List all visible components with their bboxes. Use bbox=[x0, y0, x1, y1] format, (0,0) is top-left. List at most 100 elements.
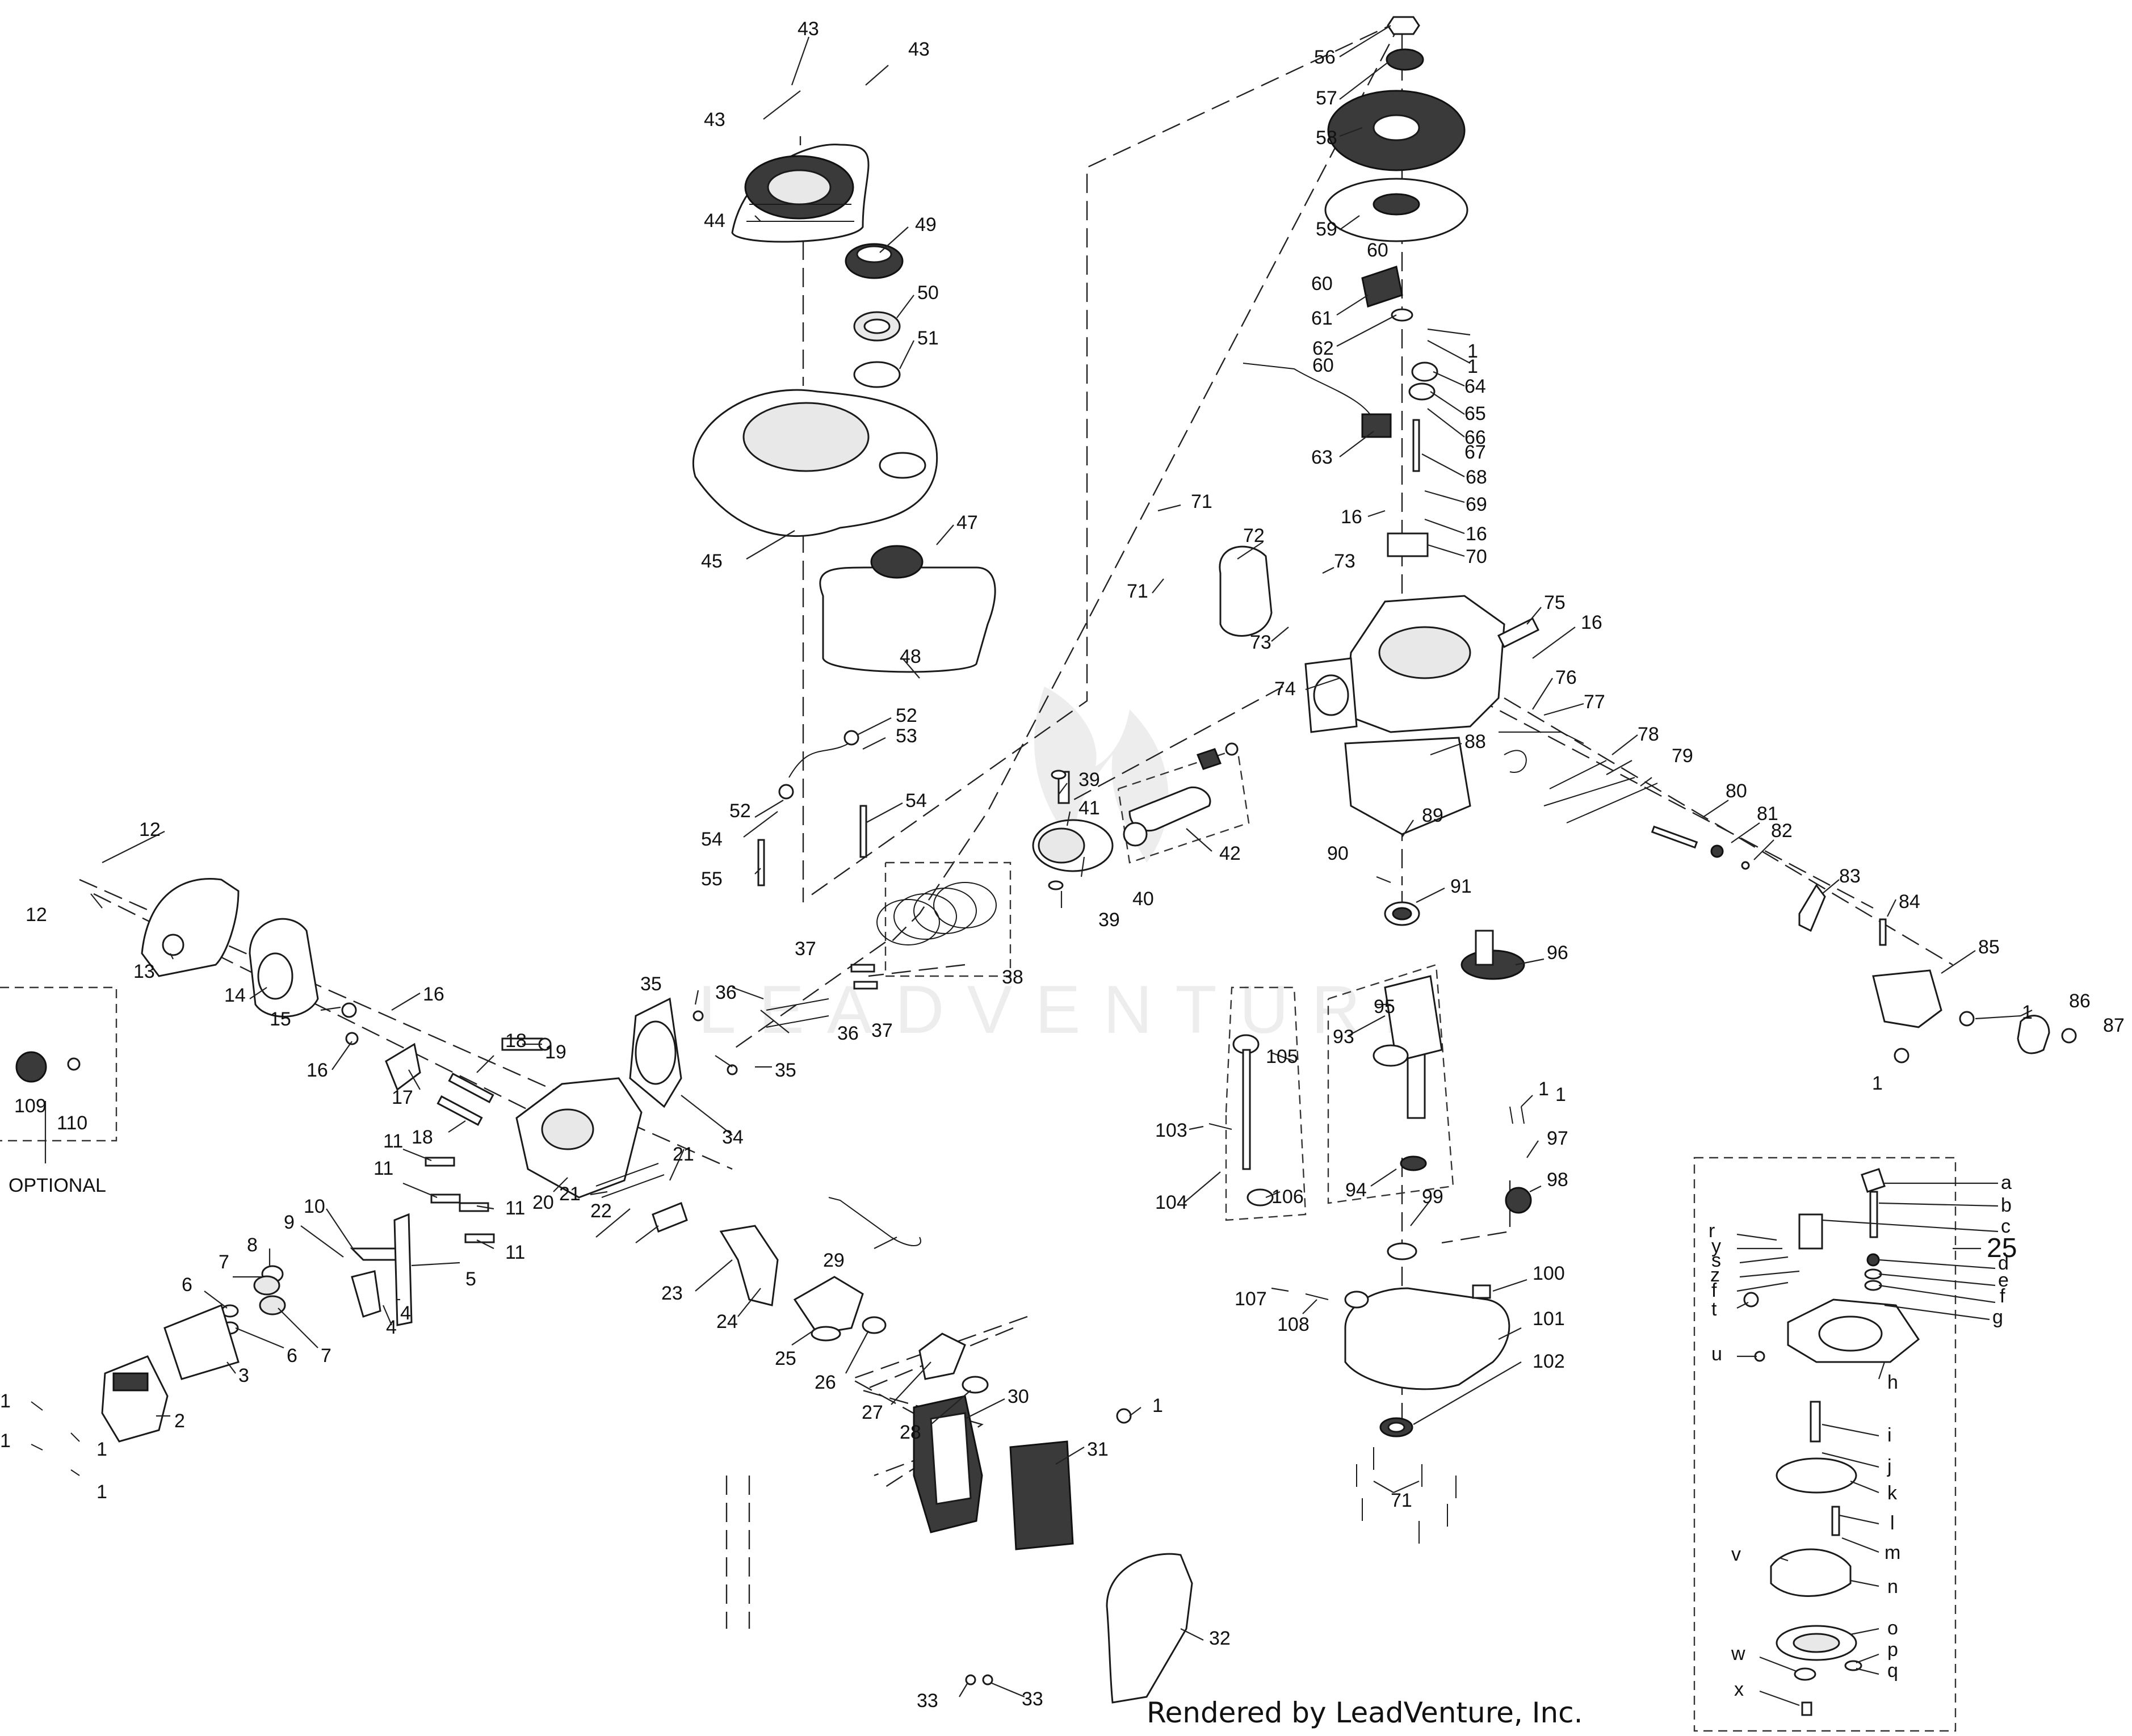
callout-96: 96 bbox=[1547, 942, 1568, 964]
kit-callout-f: f bbox=[1711, 1280, 1717, 1301]
callout-39: 39 bbox=[1098, 909, 1120, 931]
callout-11: 11 bbox=[505, 1197, 525, 1219]
part-optional-plug bbox=[15, 1051, 81, 1083]
callout-1: 1 bbox=[0, 1390, 11, 1412]
callout-42: 42 bbox=[1219, 843, 1241, 864]
part-throttle-cable bbox=[1243, 363, 1392, 438]
callout-73: 73 bbox=[1250, 632, 1271, 653]
callout-31: 31 bbox=[1087, 1439, 1109, 1460]
optional-label: OPTIONAL bbox=[9, 1175, 106, 1196]
callout-56: 56 bbox=[1314, 47, 1336, 68]
callout-37: 37 bbox=[871, 1020, 893, 1041]
callout-1: 1 bbox=[0, 1430, 11, 1452]
part-rocker-arms bbox=[350, 1213, 413, 1326]
part-muffler bbox=[249, 918, 319, 1018]
callout-29: 29 bbox=[823, 1250, 845, 1271]
callout-83: 83 bbox=[1839, 865, 1861, 887]
kit-callout-i: i bbox=[1887, 1424, 1892, 1446]
part-crankshaft bbox=[1373, 975, 1443, 1119]
callout-51: 51 bbox=[917, 327, 939, 349]
part-valve-tappets bbox=[693, 964, 878, 1075]
callout-1: 1 bbox=[1152, 1395, 1163, 1416]
callout-73: 73 bbox=[1334, 550, 1355, 572]
callout-22: 22 bbox=[590, 1200, 612, 1222]
kit-callout-f: f bbox=[2000, 1285, 2005, 1307]
part-oil-seal bbox=[1379, 1417, 1413, 1437]
callout-38: 38 bbox=[1002, 966, 1023, 988]
callout-1: 1 bbox=[1467, 341, 1478, 362]
callout-12: 12 bbox=[139, 819, 161, 840]
callout-48: 48 bbox=[900, 646, 921, 667]
kit-callout-v: v bbox=[1731, 1544, 1741, 1565]
callout-71: 71 bbox=[1127, 581, 1148, 602]
callout-49: 49 bbox=[915, 214, 937, 236]
callout-52: 52 bbox=[729, 800, 751, 822]
callout-80: 80 bbox=[1726, 780, 1747, 802]
callout-64: 64 bbox=[1464, 376, 1486, 397]
callout-15: 15 bbox=[270, 1008, 291, 1030]
callout-90: 90 bbox=[1327, 843, 1349, 864]
kit-callout-q: q bbox=[1887, 1660, 1898, 1682]
part-governor-springs bbox=[1543, 760, 1658, 823]
callout-91: 91 bbox=[1450, 876, 1472, 897]
callout-45: 45 bbox=[701, 550, 723, 572]
callout-76: 76 bbox=[1555, 667, 1577, 688]
callout-94: 94 bbox=[1345, 1179, 1367, 1201]
leader-lines bbox=[44, 25, 2033, 1706]
callout-43: 43 bbox=[798, 18, 819, 40]
part-spark-plug bbox=[501, 1037, 552, 1051]
callout-1: 1 bbox=[1467, 356, 1478, 377]
part-studs bbox=[757, 805, 867, 886]
callout-88: 88 bbox=[1464, 731, 1486, 753]
callout-16: 16 bbox=[423, 983, 444, 1005]
part-governor-linkage bbox=[1387, 362, 1438, 557]
part-exhaust-gasket bbox=[341, 1002, 421, 1091]
part-carb-gasket bbox=[862, 1316, 887, 1334]
callout-13: 13 bbox=[133, 961, 155, 982]
callout-77: 77 bbox=[1584, 691, 1605, 713]
callout-93: 93 bbox=[1333, 1026, 1354, 1048]
kit-callout-w: w bbox=[1731, 1643, 1745, 1664]
callout-16: 16 bbox=[307, 1060, 328, 1081]
callout-71: 71 bbox=[1191, 491, 1212, 512]
part-governor-arm-rod bbox=[1499, 732, 1584, 773]
part-air-cleaner-base bbox=[918, 1333, 989, 1394]
kit-callout-l: l bbox=[1890, 1512, 1895, 1534]
callout-21: 21 bbox=[673, 1144, 694, 1165]
callout-99: 99 bbox=[1422, 1186, 1443, 1208]
callout-4: 4 bbox=[400, 1302, 411, 1324]
part-air-filter-housing bbox=[913, 1395, 1132, 1533]
callout-55: 55 bbox=[701, 868, 723, 890]
part-fuel-cap bbox=[845, 243, 904, 279]
callout-18: 18 bbox=[412, 1126, 433, 1148]
kit-callout-r: r bbox=[1709, 1220, 1715, 1242]
part-cylinder-head bbox=[515, 1077, 643, 1199]
part-cylinder-gasket bbox=[1344, 737, 1471, 835]
kit-callout-p: p bbox=[1887, 1639, 1898, 1661]
kit-callout-b: b bbox=[2001, 1195, 2012, 1216]
callout-72: 72 bbox=[1243, 525, 1265, 547]
callout-8: 8 bbox=[247, 1234, 258, 1256]
callout-11: 11 bbox=[383, 1130, 403, 1152]
callout-86: 86 bbox=[2069, 990, 2091, 1012]
part-cover-bolts bbox=[31, 1401, 80, 1476]
kit-callout-m: m bbox=[1885, 1542, 1900, 1563]
part-fuel-line bbox=[778, 730, 859, 800]
part-piston-rings bbox=[876, 882, 997, 945]
callout-70: 70 bbox=[1466, 546, 1487, 568]
callout-17: 17 bbox=[392, 1087, 413, 1108]
kit-callout-k: k bbox=[1887, 1482, 1898, 1504]
kit-callout-e: e bbox=[1998, 1270, 2009, 1291]
kit-callout-o: o bbox=[1887, 1617, 1898, 1639]
part-recoil-starter bbox=[731, 144, 870, 243]
callout-40: 40 bbox=[1132, 888, 1154, 910]
part-head-gasket bbox=[629, 997, 682, 1108]
callout-59: 59 bbox=[1316, 218, 1337, 240]
callout-102: 102 bbox=[1533, 1351, 1565, 1372]
callout-108: 108 bbox=[1277, 1314, 1310, 1335]
callout-14: 14 bbox=[224, 985, 246, 1006]
callout-18: 18 bbox=[505, 1030, 527, 1052]
credit-text: Rendered by LeadVenture, Inc. bbox=[1147, 1696, 1583, 1729]
callout-52: 52 bbox=[896, 705, 917, 726]
callout-68: 68 bbox=[1466, 466, 1487, 488]
